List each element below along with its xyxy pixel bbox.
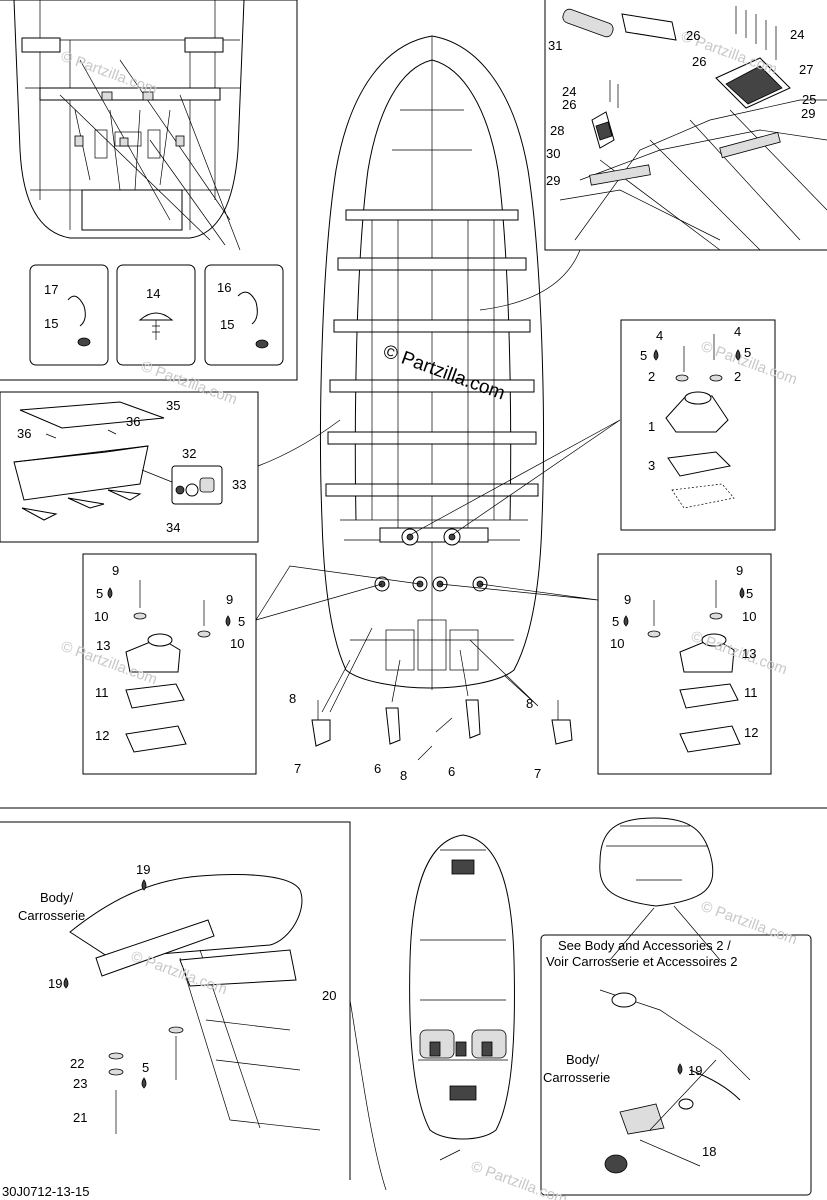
callout-9-a: 9 bbox=[112, 563, 119, 578]
callout-29-a: 29 bbox=[801, 106, 815, 121]
callout-26-a: 26 bbox=[686, 28, 700, 43]
callout-15-right: 15 bbox=[220, 317, 234, 332]
callout-13-b: 13 bbox=[742, 646, 756, 661]
callout-1: 1 bbox=[648, 419, 655, 434]
callout-30: 30 bbox=[546, 146, 560, 161]
callout-5-left: 5 bbox=[640, 348, 647, 363]
callout-33: 33 bbox=[232, 477, 246, 492]
callout-26-c: 26 bbox=[562, 97, 576, 112]
figure-reference: 30J0712-13-15 bbox=[2, 1184, 89, 1199]
callout-8-b: 8 bbox=[526, 696, 533, 711]
callout-9-c: 9 bbox=[736, 563, 743, 578]
callout-28: 28 bbox=[550, 123, 564, 138]
callout-12-a: 12 bbox=[95, 728, 109, 743]
callout-10-b: 10 bbox=[230, 636, 244, 651]
callout-19-a: 19 bbox=[136, 862, 150, 877]
watermark-main: © Partzilla.com bbox=[380, 341, 507, 405]
panel-storage-bin bbox=[0, 391, 259, 543]
callout-24-b: 24 bbox=[562, 84, 576, 99]
callout-21: 21 bbox=[73, 1110, 87, 1125]
callout-9-d: 9 bbox=[624, 592, 631, 607]
callout-35: 35 bbox=[166, 398, 180, 413]
body-label-2-line2: Carrosserie bbox=[543, 1070, 610, 1085]
callout-labels: 17 14 16 15 15 35 36 36 32 33 34 31 26 2… bbox=[17, 27, 816, 1159]
panel-storage-detail bbox=[544, 0, 827, 251]
callout-32: 32 bbox=[182, 446, 196, 461]
callout-24-a: 24 bbox=[790, 27, 804, 42]
callout-8-c: 8 bbox=[400, 768, 407, 783]
callout-9-b: 9 bbox=[226, 592, 233, 607]
callout-19-b: 19 bbox=[48, 976, 62, 991]
callout-10-d: 10 bbox=[610, 636, 624, 651]
callout-16: 16 bbox=[217, 280, 231, 295]
callout-5-f: 5 bbox=[612, 614, 619, 629]
callout-34: 34 bbox=[166, 520, 180, 535]
callout-13-a: 13 bbox=[96, 638, 110, 653]
callout-17: 17 bbox=[44, 282, 58, 297]
panel-bumper-left bbox=[82, 553, 257, 775]
bracket-parts bbox=[311, 699, 573, 761]
text-notes: Body/ Carrosserie Body/ Carrosserie See … bbox=[2, 890, 737, 1199]
callout-4-right: 4 bbox=[734, 324, 741, 339]
bottom-section bbox=[0, 807, 827, 1196]
callout-6-b: 6 bbox=[448, 764, 455, 779]
body-label-1-line1: Body/ bbox=[40, 890, 74, 905]
callout-26-b: 26 bbox=[692, 54, 706, 69]
callout-11-b: 11 bbox=[744, 685, 758, 700]
lubricant-drop-icons bbox=[63, 349, 745, 1089]
callout-10-a: 10 bbox=[94, 609, 108, 624]
callout-29-b: 29 bbox=[546, 173, 560, 188]
boat-hull-top-view bbox=[311, 35, 573, 761]
callout-5-e: 5 bbox=[746, 586, 753, 601]
callout-5-c: 5 bbox=[96, 586, 103, 601]
callout-22: 22 bbox=[70, 1056, 84, 1071]
callout-6-a: 6 bbox=[374, 761, 381, 776]
body-label-1-line2: Carrosserie bbox=[18, 908, 85, 923]
panel-bumper-right bbox=[597, 553, 772, 775]
callout-8-a: 8 bbox=[289, 691, 296, 706]
see-reference-line2: Voir Carrosserie et Accessoires 2 bbox=[546, 954, 737, 969]
callout-12-b: 12 bbox=[744, 725, 758, 740]
callout-2-left: 2 bbox=[648, 369, 655, 384]
body-label-2-line1: Body/ bbox=[566, 1052, 600, 1067]
callout-20: 20 bbox=[322, 988, 336, 1003]
panel-leader-lines bbox=[255, 249, 621, 621]
callout-10-c: 10 bbox=[742, 609, 756, 624]
callout-18: 18 bbox=[702, 1144, 716, 1159]
callout-7-b: 7 bbox=[534, 766, 541, 781]
callout-4-left: 4 bbox=[656, 328, 663, 343]
callout-36-left: 36 bbox=[17, 426, 31, 441]
callout-19-c: 19 bbox=[688, 1063, 702, 1078]
callout-5-right: 5 bbox=[744, 345, 751, 360]
panel-rear-hull-view bbox=[0, 0, 298, 381]
watermark-faint-9: © Partzilla.com bbox=[469, 1158, 570, 1200]
callout-5-d: 5 bbox=[238, 614, 245, 629]
callout-14: 14 bbox=[146, 286, 160, 301]
callout-5-g: 5 bbox=[142, 1060, 149, 1075]
callout-27: 27 bbox=[799, 62, 813, 77]
panel-engine-mount bbox=[620, 319, 776, 531]
callout-7-a: 7 bbox=[294, 761, 301, 776]
see-reference-line1: See Body and Accessories 2 / bbox=[558, 938, 731, 953]
callout-36-right: 36 bbox=[126, 414, 140, 429]
callout-2-right: 2 bbox=[734, 369, 741, 384]
callout-31: 31 bbox=[548, 38, 562, 53]
callout-15-left: 15 bbox=[44, 316, 58, 331]
callout-11-a: 11 bbox=[95, 685, 109, 700]
callout-3: 3 bbox=[648, 458, 655, 473]
callout-23: 23 bbox=[73, 1076, 87, 1091]
callout-25: 25 bbox=[802, 92, 816, 107]
